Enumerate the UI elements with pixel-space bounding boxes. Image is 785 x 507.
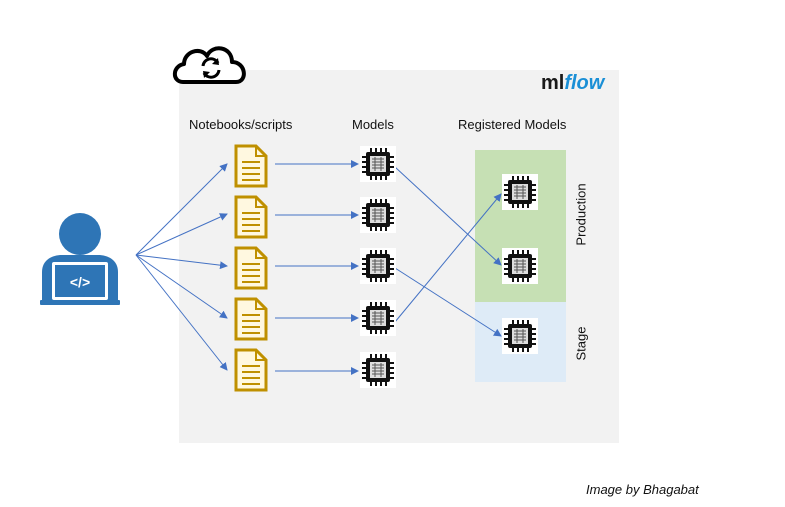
document-icon — [234, 195, 268, 239]
arrows-docs-to-models — [275, 160, 359, 375]
document-icon — [234, 297, 268, 341]
chip-model-icon — [359, 196, 397, 234]
logo-flow: flow — [564, 72, 605, 94]
chip-model-icon — [359, 299, 397, 337]
image-credit: Image by Bhagabat — [586, 482, 699, 497]
chip-model-icon — [501, 317, 539, 355]
chip-model-icon — [359, 145, 397, 183]
cloud-sync-icon — [172, 46, 246, 84]
svg-text:</>: </> — [70, 274, 90, 290]
production-label: Production — [573, 183, 589, 246]
logo-ml: ml — [541, 72, 565, 94]
document-icon — [234, 144, 268, 188]
chip-model-icon — [501, 173, 539, 211]
chip-model-icon — [359, 247, 397, 285]
registered-models-label: Registered Models — [458, 117, 567, 132]
chip-model-icon — [359, 351, 397, 389]
notebooks-label: Notebooks/scripts — [189, 117, 293, 132]
document-icon — [234, 348, 268, 392]
models-label: Models — [352, 117, 394, 132]
arrows-models-to-registry — [394, 166, 502, 337]
mlflow-logo: mlflow — [541, 72, 604, 95]
chip-model-icon — [501, 247, 539, 285]
stage-label: Stage — [573, 326, 589, 361]
developer-laptop-icon: </> — [40, 213, 120, 305]
document-icon — [234, 246, 268, 290]
arrows-user-to-docs — [135, 163, 228, 371]
